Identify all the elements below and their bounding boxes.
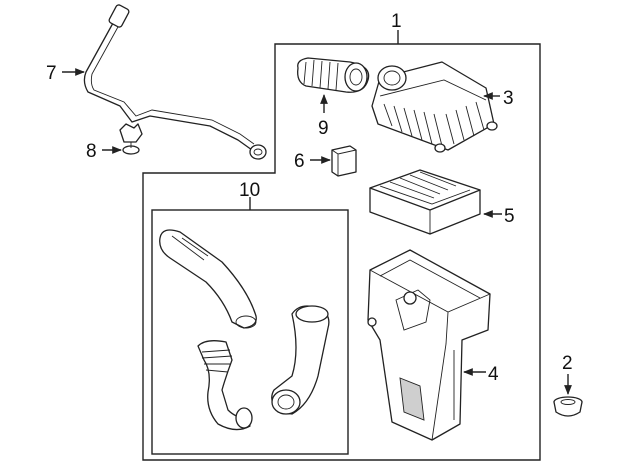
callout-10: 10 — [239, 180, 260, 201]
callout-5: 5 — [504, 206, 515, 227]
assembly-outline — [142, 43, 541, 461]
vent-tube-part — [83, 4, 267, 160]
grommet-part — [553, 396, 583, 417]
callout-2: 2 — [562, 353, 573, 374]
cover-part — [371, 61, 498, 153]
lower-elbow-hose — [271, 305, 330, 415]
corrugated-hose — [197, 340, 253, 431]
clip-part — [119, 123, 143, 155]
air-flow-duct-part — [297, 57, 370, 93]
callout-8: 8 — [86, 141, 97, 162]
filter-element-part — [369, 169, 481, 235]
bracket-part — [331, 145, 357, 177]
callout-3: 3 — [503, 88, 514, 109]
lower-housing-part — [367, 249, 491, 441]
upper-resonator-hose — [159, 229, 257, 329]
callout-4: 4 — [488, 364, 499, 385]
callout-9: 9 — [318, 118, 329, 139]
callout-7: 7 — [46, 63, 57, 84]
callout-1: 1 — [391, 11, 402, 32]
callout-6: 6 — [294, 151, 305, 172]
